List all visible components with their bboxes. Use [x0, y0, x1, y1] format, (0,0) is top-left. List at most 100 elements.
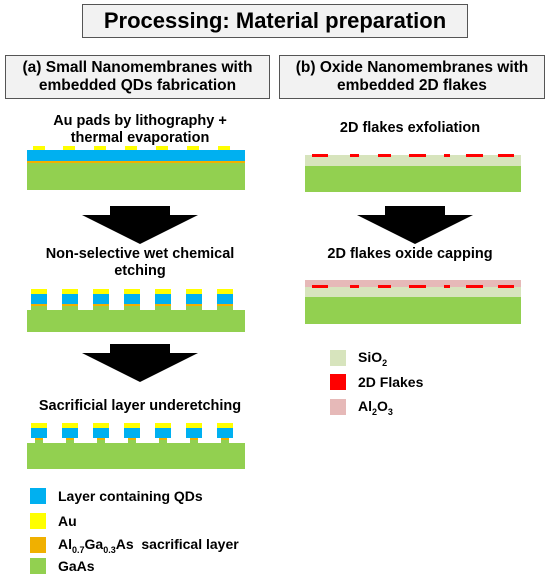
sio2-layer-b1	[305, 155, 521, 166]
qd-membrane	[186, 428, 202, 438]
qd-membrane	[124, 428, 140, 438]
algaas-underetched	[221, 438, 229, 440]
qd-membrane	[155, 428, 171, 438]
algaas-underetched	[190, 438, 198, 440]
flake-capped	[378, 285, 391, 288]
legend-swatch-au	[30, 513, 46, 529]
gaas-substrate-a3	[27, 443, 245, 469]
flake-capped	[466, 285, 483, 288]
algaas-layer-a1	[27, 161, 245, 163]
qd-pillar	[186, 294, 202, 304]
au-cap	[217, 289, 233, 294]
flake-capped	[350, 285, 359, 288]
gaas-pedestal	[217, 306, 233, 310]
substrate-b2	[305, 297, 521, 324]
qd-pillar	[93, 294, 109, 304]
gaas-stem	[35, 440, 43, 443]
au-cap	[124, 423, 140, 428]
step-a2-label: Non-selective wet chemical etching	[20, 246, 260, 280]
panel-a-header: (a) Small Nanomembranes with embedded QD…	[5, 55, 270, 99]
panel-b-header: (b) Oxide Nanomembranes with embedded 2D…	[279, 55, 545, 99]
step-a3-label: Sacrificial layer underetching	[10, 398, 270, 415]
legend-swatch-qd	[30, 488, 46, 504]
gaas-substrate-a1	[27, 163, 245, 190]
step-b1-label: 2D flakes exfoliation	[290, 120, 530, 137]
legend-swatch-al2o3	[330, 399, 346, 416]
qd-pillar	[31, 294, 47, 304]
algaas-pillar-layer	[217, 304, 233, 306]
legend-al2o3: Al2O3	[330, 398, 393, 417]
au-cap	[186, 289, 202, 294]
au-cap	[124, 289, 140, 294]
qd-pillar	[217, 294, 233, 304]
gaas-pedestal	[124, 306, 140, 310]
flake	[466, 154, 483, 157]
au-pad	[94, 146, 106, 150]
panel-b-header-line1: (b) Oxide Nanomembranes with	[295, 59, 529, 76]
qd-membrane	[31, 428, 47, 438]
legend-swatch-algaas	[30, 537, 46, 554]
algaas-underetched	[97, 438, 105, 440]
gaas-pedestal	[93, 306, 109, 310]
step-a1-line2: thermal evaporation	[70, 130, 210, 146]
legend-swatch-flakes	[330, 374, 346, 390]
process-arrow-a2	[82, 344, 198, 382]
title-text: Processing: Material preparation	[103, 8, 447, 33]
legend-sio2: SiO2	[330, 349, 387, 368]
page-title: Processing: Material preparation	[82, 4, 468, 38]
gaas-pedestal	[31, 306, 47, 310]
flake-capped	[409, 285, 426, 288]
legend-qd-layer: Layer containing QDs	[30, 488, 203, 504]
gaas-stem	[97, 440, 105, 443]
qd-membrane	[93, 428, 109, 438]
legend-au-label: Au	[58, 513, 77, 529]
au-cap	[93, 289, 109, 294]
flake-capped	[312, 285, 328, 288]
panel-a-header-line2: embedded QDs fabrication	[38, 77, 237, 94]
gaas-pedestal	[186, 306, 202, 310]
step-b1-line1: 2D flakes exfoliation	[339, 120, 481, 136]
au-pad	[187, 146, 199, 150]
au-cap	[31, 289, 47, 294]
gaas-stem	[66, 440, 74, 443]
algaas-pillar-layer	[93, 304, 109, 306]
flake-capped	[444, 285, 450, 288]
algaas-pillar-layer	[155, 304, 171, 306]
au-cap	[31, 423, 47, 428]
qd-membrane	[62, 428, 78, 438]
algaas-pillar-layer	[124, 304, 140, 306]
gaas-substrate-a2	[27, 310, 245, 332]
au-pad	[33, 146, 45, 150]
legend-swatch-gaas	[30, 558, 46, 574]
au-cap	[62, 423, 78, 428]
gaas-stem	[128, 440, 136, 443]
al2o3-cap-b2	[305, 280, 521, 287]
qd-layer-a1	[27, 150, 245, 161]
legend-sio2-label: SiO2	[358, 349, 388, 368]
gaas-pedestal	[155, 306, 171, 310]
flake	[444, 154, 450, 157]
step-a2-line2: etching	[114, 263, 166, 279]
legend-algaas: Al0.7Ga0.3As sacrifical layer	[30, 536, 239, 555]
substrate-b1	[305, 166, 521, 192]
panel-b-header-line2: embedded 2D flakes	[337, 77, 487, 94]
flake	[350, 154, 359, 157]
legend-gaas-label: GaAs	[58, 558, 95, 574]
sio2-layer-b2	[305, 286, 521, 297]
flake	[378, 154, 391, 157]
au-cap	[186, 423, 202, 428]
qd-membrane	[217, 428, 233, 438]
step-a1-label: Au pads by lithography + thermal evapora…	[20, 113, 260, 147]
gaas-pedestal	[62, 306, 78, 310]
au-pad	[218, 146, 230, 150]
step-b2-label: 2D flakes oxide capping	[290, 246, 530, 263]
algaas-underetched	[128, 438, 136, 440]
au-pad	[63, 146, 75, 150]
gaas-stem	[221, 440, 229, 443]
qd-pillar	[124, 294, 140, 304]
au-cap	[155, 423, 171, 428]
algaas-pillar-layer	[62, 304, 78, 306]
step-a3-line1: Sacrificial layer underetching	[38, 398, 242, 414]
algaas-underetched	[35, 438, 43, 440]
au-pad	[156, 146, 168, 150]
